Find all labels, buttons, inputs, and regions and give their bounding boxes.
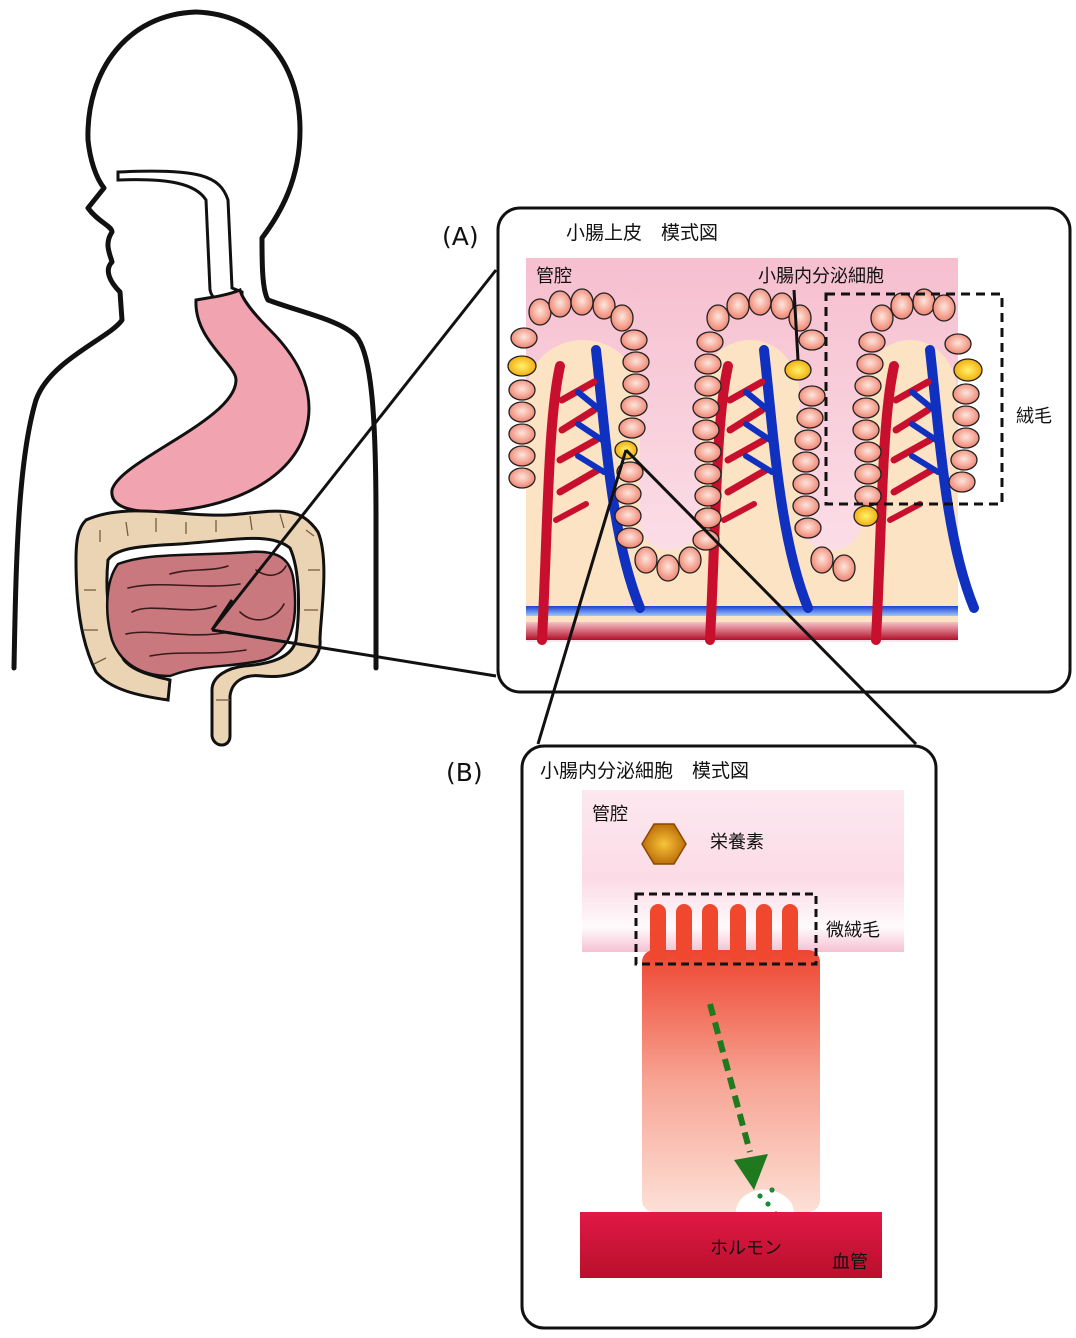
panel-a-title: 小腸上皮 模式図 bbox=[566, 218, 718, 245]
panel-a-villus-label: 絨毛 bbox=[1016, 402, 1052, 428]
panel-b-hormone-label: ホルモン bbox=[710, 1234, 782, 1260]
panel-a-tag: (A) bbox=[442, 222, 479, 251]
stomach bbox=[112, 290, 309, 512]
panel-b-tag: (B) bbox=[446, 758, 483, 787]
panel-b-lumen-label: 管腔 bbox=[592, 800, 628, 826]
panel-b-vessel-label: 血管 bbox=[832, 1248, 868, 1274]
human-body bbox=[14, 12, 376, 745]
panel-a-lumen-label: 管腔 bbox=[536, 262, 572, 288]
panel-b-nutrient-label: 栄養素 bbox=[710, 828, 764, 854]
panel-b-microvilli-label: 微絨毛 bbox=[826, 916, 880, 942]
panel-a-enteroendocrine-label: 小腸内分泌細胞 bbox=[758, 262, 884, 288]
esophagus bbox=[118, 171, 242, 306]
panel-b-title: 小腸内分泌細胞 模式図 bbox=[540, 756, 749, 783]
